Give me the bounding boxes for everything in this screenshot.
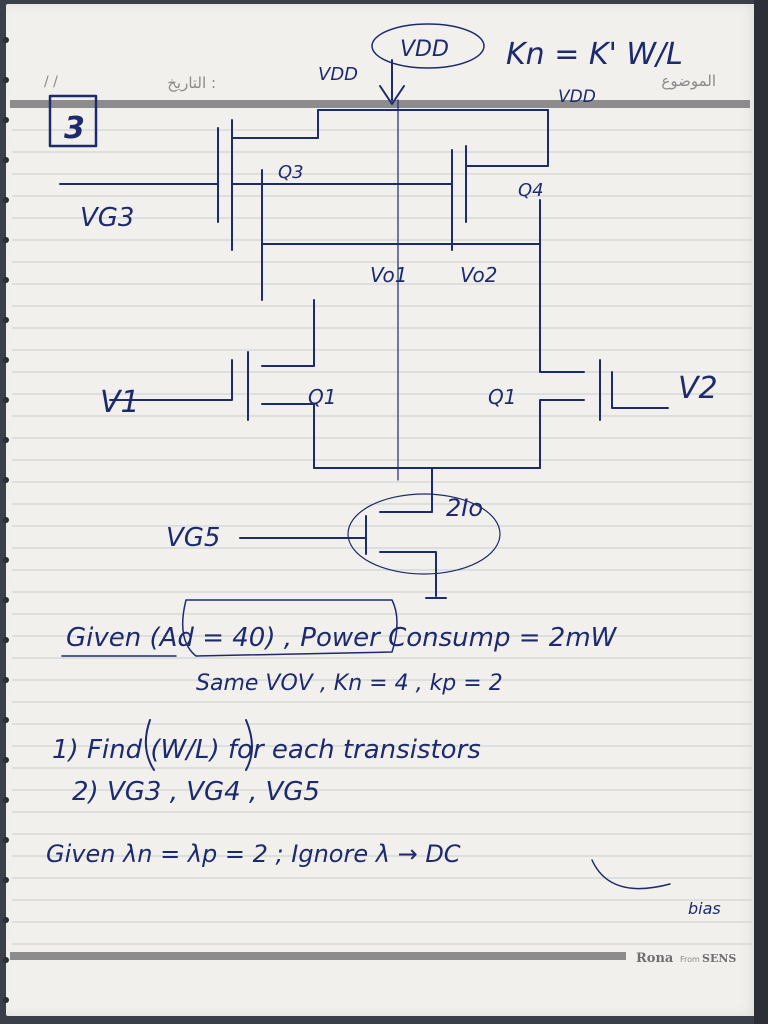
assumption-note: bias	[688, 899, 721, 918]
v2-gate-line	[611, 371, 669, 409]
vdd-arrow	[379, 59, 405, 105]
spiral-binding	[3, 37, 9, 1003]
brand-name: Rona	[636, 951, 674, 966]
task-2: 2) VG3 , VG4 , VG5	[72, 777, 320, 807]
given-line: Given (Ad = 40) , Power Consump = 2mW	[66, 623, 618, 653]
vdd-left-label: VDD	[318, 64, 358, 85]
subject-label: الموضوع	[661, 72, 716, 90]
footer-band: Rona From SENS	[10, 951, 736, 966]
page-edge-shadow	[754, 0, 768, 1024]
q5-transistor	[365, 511, 437, 597]
q3-label: Q3	[278, 162, 304, 183]
circuit-diagram	[48, 23, 671, 890]
v1-label: V1	[100, 385, 140, 420]
output-nodes	[261, 169, 541, 301]
q1-right-transistor	[539, 299, 601, 469]
q4-transistor	[451, 109, 549, 251]
date-slashes: / /	[44, 74, 58, 90]
tail-node	[313, 467, 541, 513]
handwritten-labels: 3 Kn = K' W/L VDD VDD VDD Q3 Q4 VG3 Vo1 …	[46, 37, 721, 918]
problem-number-box	[48, 94, 98, 148]
q1-left-label: Q1	[308, 385, 336, 409]
vo1-label: Vo1	[370, 263, 407, 287]
vo2-label: Vo2	[460, 263, 497, 287]
wl-paren-right	[245, 719, 253, 771]
ruled-lines	[12, 129, 752, 945]
q1-right-label: Q1	[488, 385, 516, 409]
q1-left-transistor	[247, 299, 315, 469]
v1-gate-line	[109, 359, 233, 401]
given-line-2: Same VOV , Kn = 4 , kp = 2	[196, 671, 503, 696]
wl-paren-left	[144, 719, 155, 771]
vdd-right-label: VDD	[558, 87, 596, 107]
dc-swirl	[591, 859, 671, 890]
header-band: الموضوع التاريخ : / /	[10, 72, 750, 108]
assumption-line: Given λn = λp = 2 ; Ignore λ → DC	[46, 840, 461, 868]
brand-logo: SENS	[702, 952, 736, 965]
problem-number: 3	[64, 111, 85, 146]
vdd-top-label: VDD	[400, 37, 449, 62]
task-1: 1) Find (W/L) for each transistors	[52, 735, 481, 765]
vg3-label: VG3	[80, 203, 134, 233]
brand-suffix: From	[680, 955, 700, 964]
kn-formula: Kn = K' W/L	[506, 37, 683, 72]
q4-label: Q4	[518, 180, 544, 201]
date-label: التاريخ :	[167, 74, 216, 92]
vdd-bubble	[371, 23, 485, 69]
v2-label: V2	[678, 371, 718, 406]
notebook-page	[6, 4, 758, 1016]
vg5-label: VG5	[166, 523, 220, 553]
q5-circle	[347, 493, 501, 575]
tail-current-label: 2Io	[446, 494, 483, 522]
ad-bubble	[181, 599, 398, 657]
